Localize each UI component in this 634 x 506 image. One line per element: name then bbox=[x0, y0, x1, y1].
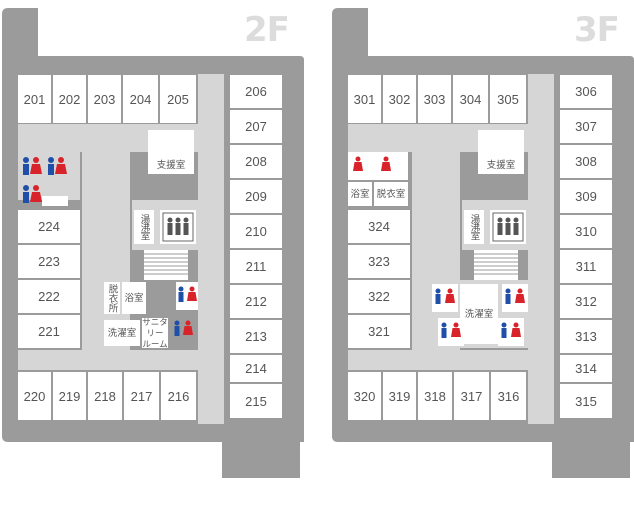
room-303[interactable]: 303 bbox=[418, 75, 451, 123]
toilet-icon bbox=[23, 157, 67, 203]
room-318[interactable]: 318 bbox=[418, 372, 452, 420]
room-203[interactable]: 203 bbox=[88, 75, 121, 123]
room-301[interactable]: 301 bbox=[348, 75, 381, 123]
room-314[interactable]: 314 bbox=[560, 355, 612, 382]
room-316[interactable]: 316 bbox=[491, 372, 526, 420]
room-215[interactable]: 215 bbox=[230, 384, 282, 418]
toilet-icon bbox=[505, 288, 525, 304]
toilet-icon bbox=[435, 288, 455, 304]
room-205[interactable]: 205 bbox=[160, 75, 196, 123]
room-219[interactable]: 219 bbox=[53, 372, 86, 420]
room-218[interactable]: 218 bbox=[88, 372, 122, 420]
room-201[interactable]: 201 bbox=[18, 75, 51, 123]
hot-water-room[interactable]: 湯沸室 bbox=[464, 210, 484, 244]
room-312[interactable]: 312 bbox=[560, 285, 612, 318]
room-320[interactable]: 320 bbox=[348, 372, 381, 420]
room-322[interactable]: 322 bbox=[348, 280, 410, 313]
room-306[interactable]: 306 bbox=[560, 75, 612, 108]
room-302[interactable]: 302 bbox=[383, 75, 416, 123]
room-224[interactable]: 224 bbox=[18, 210, 80, 243]
sanitary-room[interactable]: サニタリー ルーム bbox=[142, 316, 168, 349]
room-222[interactable]: 222 bbox=[18, 280, 80, 313]
room-324[interactable]: 324 bbox=[348, 210, 410, 243]
floor-3f-plan: 3F 301 302 303 304 305 支援室 306 307 308 3… bbox=[330, 0, 634, 480]
room-319[interactable]: 319 bbox=[383, 372, 416, 420]
room-321[interactable]: 321 bbox=[348, 315, 410, 348]
room-307[interactable]: 307 bbox=[560, 110, 612, 143]
dressing-room[interactable]: 脱衣所 bbox=[104, 282, 120, 314]
room-202[interactable]: 202 bbox=[53, 75, 86, 123]
room-207[interactable]: 207 bbox=[230, 110, 282, 143]
elevator-icon bbox=[490, 210, 526, 244]
laundry-room[interactable]: 洗濯室 bbox=[104, 320, 140, 346]
room-309[interactable]: 309 bbox=[560, 180, 612, 213]
bath-room[interactable]: 浴室 bbox=[122, 282, 146, 314]
support-room[interactable]: 支援室 bbox=[148, 130, 194, 174]
toilet-icon bbox=[174, 320, 193, 336]
room-323[interactable]: 323 bbox=[348, 245, 410, 278]
floor-label: 3F bbox=[574, 10, 620, 50]
hot-water-room[interactable]: 湯沸室 bbox=[134, 210, 154, 244]
room-208[interactable]: 208 bbox=[230, 145, 282, 178]
room-317[interactable]: 317 bbox=[454, 372, 489, 420]
toilet-icon bbox=[441, 322, 461, 338]
elevator-icon bbox=[160, 210, 196, 244]
floor-2f-plan: 2F 201 202 203 204 205 支援室 206 207 208 2… bbox=[0, 0, 310, 480]
room-209[interactable]: 209 bbox=[230, 180, 282, 213]
toilet-icon bbox=[501, 322, 521, 338]
floor-label: 2F bbox=[244, 10, 290, 50]
room-204[interactable]: 204 bbox=[123, 75, 158, 123]
room-213[interactable]: 213 bbox=[230, 320, 282, 353]
room-216[interactable]: 216 bbox=[161, 372, 196, 420]
laundry-room[interactable]: 洗濯室 bbox=[460, 284, 498, 344]
room-220[interactable]: 220 bbox=[18, 372, 51, 420]
room-214[interactable]: 214 bbox=[230, 355, 282, 382]
dressing-room[interactable]: 脱衣室 bbox=[374, 182, 408, 206]
room-206[interactable]: 206 bbox=[230, 75, 282, 108]
room-212[interactable]: 212 bbox=[230, 285, 282, 318]
bath-room[interactable]: 浴室 bbox=[348, 182, 372, 206]
room-304[interactable]: 304 bbox=[453, 75, 488, 123]
toilet-icon bbox=[178, 286, 197, 302]
room-305[interactable]: 305 bbox=[490, 75, 526, 123]
room-310[interactable]: 310 bbox=[560, 215, 612, 248]
room-313[interactable]: 313 bbox=[560, 320, 612, 353]
room-217[interactable]: 217 bbox=[124, 372, 159, 420]
room-223[interactable]: 223 bbox=[18, 245, 80, 278]
support-room[interactable]: 支援室 bbox=[478, 130, 524, 174]
room-211[interactable]: 211 bbox=[230, 250, 282, 283]
room-210[interactable]: 210 bbox=[230, 215, 282, 248]
room-221[interactable]: 221 bbox=[18, 315, 80, 348]
toilet-icon bbox=[353, 156, 391, 171]
room-308[interactable]: 308 bbox=[560, 145, 612, 178]
room-315[interactable]: 315 bbox=[560, 384, 612, 418]
room-311[interactable]: 311 bbox=[560, 250, 612, 283]
